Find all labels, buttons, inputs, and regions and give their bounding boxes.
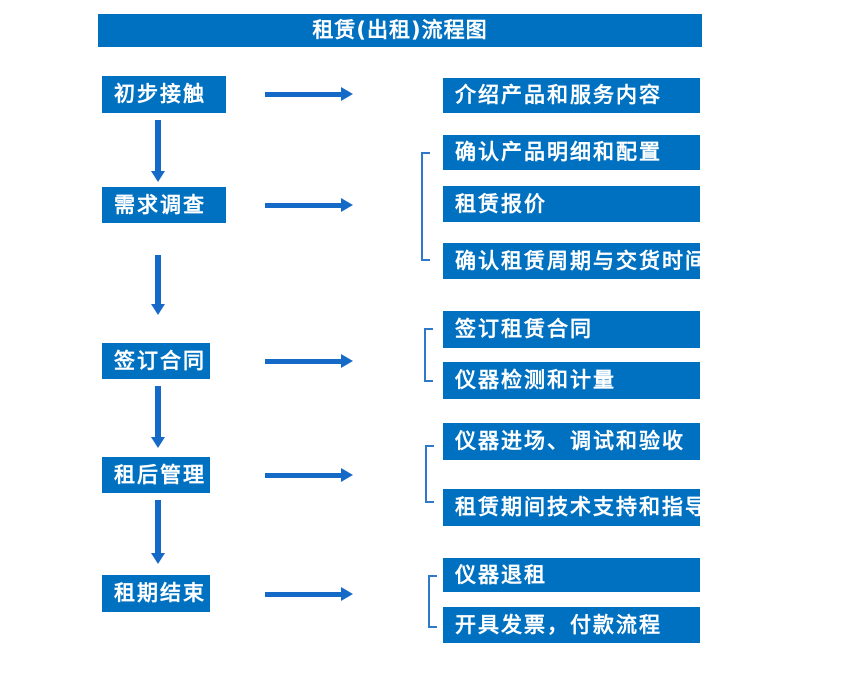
output-box-sign-rental-contract: 签订租赁合同 xyxy=(443,311,700,348)
right-arrow-icon-1 xyxy=(265,87,353,101)
right-arrow-icon-4 xyxy=(265,468,353,482)
bracket-group-sign-contract xyxy=(424,328,433,382)
down-arrow-icon-1 xyxy=(150,120,166,182)
down-arrow-icon-2 xyxy=(150,255,166,315)
output-box-introduce-products: 介绍产品和服务内容 xyxy=(443,78,700,113)
output-box-invoice-payment: 开具发票，付款流程 xyxy=(443,607,700,643)
output-box-instrument-return: 仪器退租 xyxy=(443,558,700,592)
output-box-technical-support: 租赁期间技术支持和指导 xyxy=(443,489,706,526)
right-arrow-icon-2 xyxy=(265,198,353,212)
output-box-rental-quotation: 租赁报价 xyxy=(443,186,700,222)
bracket-group-post-rental xyxy=(425,445,434,503)
bracket-group-demand-survey xyxy=(421,152,430,261)
output-box-instrument-testing: 仪器检测和计量 xyxy=(443,362,700,399)
down-arrow-icon-4 xyxy=(150,500,166,564)
bracket-group-rental-end xyxy=(428,575,437,628)
output-box-confirm-rental-period: 确认租赁周期与交货时间 xyxy=(443,243,706,279)
stage-box-demand-survey: 需求调查 xyxy=(102,187,226,223)
flowchart-title: 租赁(出租)流程图 xyxy=(98,14,702,47)
output-box-instrument-installation: 仪器进场、调试和验收 xyxy=(443,423,700,460)
right-arrow-icon-5 xyxy=(265,587,353,601)
down-arrow-icon-3 xyxy=(150,386,166,448)
output-box-confirm-product-details: 确认产品明细和配置 xyxy=(443,135,700,170)
stage-box-rental-end: 租期结束 xyxy=(102,575,210,612)
stage-box-post-rental-management: 租后管理 xyxy=(102,457,210,493)
stage-box-sign-contract: 签订合同 xyxy=(102,343,210,379)
right-arrow-icon-3 xyxy=(265,354,353,368)
stage-box-initial-contact: 初步接触 xyxy=(102,76,226,113)
